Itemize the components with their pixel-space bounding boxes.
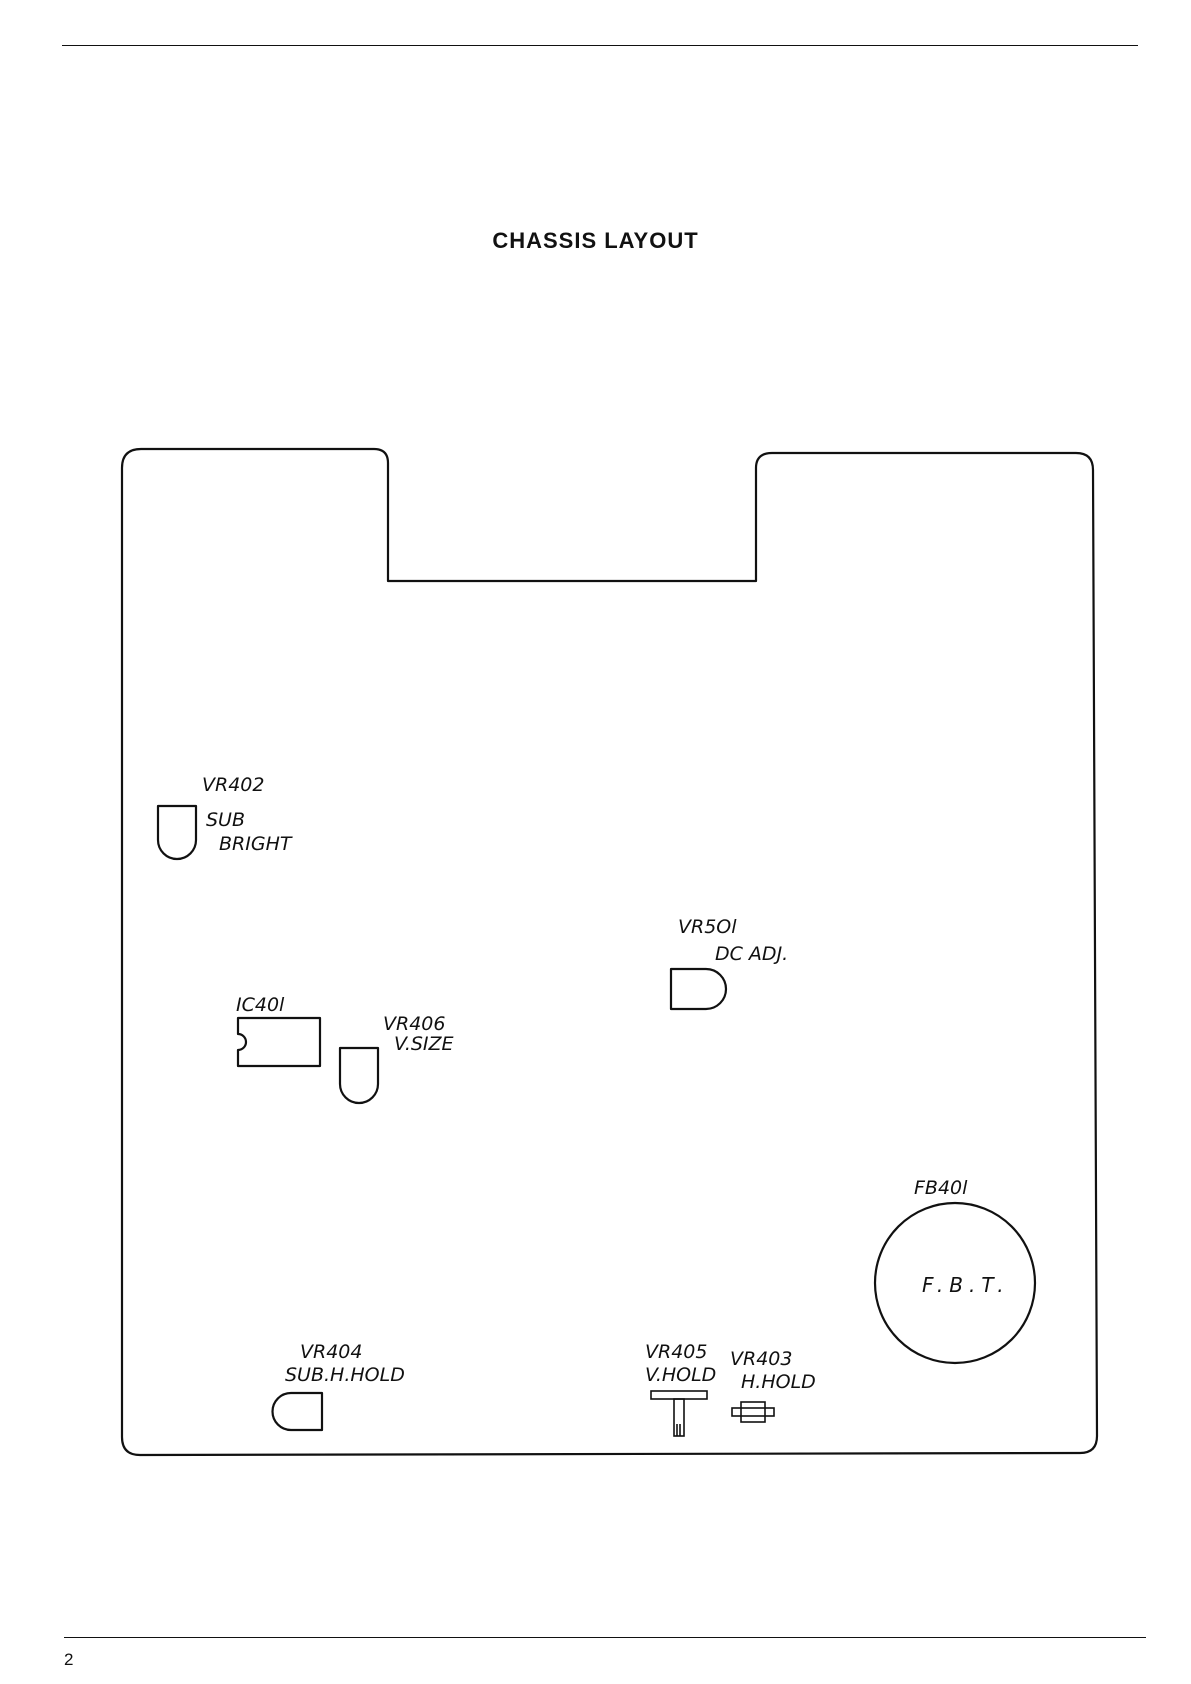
fb401-desc: F.B.T. [922,1273,1010,1297]
vr402-component: VR402 SUB BRIGHT [158,774,293,859]
fb401-ref: FB40l [914,1177,968,1199]
vr403-slide-body [732,1408,774,1416]
vr405-slide-bar [651,1391,707,1399]
vr501-ref: VR5Ol [678,916,737,938]
vr404-trimmer-shape [273,1393,323,1430]
fb401-component: FB40l F.B.T. [875,1177,1035,1363]
vr402-line1: SUB [206,809,245,831]
vr406-desc: V.SIZE [394,1033,454,1055]
vr405-component: VR405 V.HOLD [645,1341,716,1436]
vr403-component: VR403 H.HOLD [730,1348,816,1422]
vr405-ref: VR405 [645,1341,707,1363]
vr404-component: VR404 SUB.H.HOLD [273,1341,405,1430]
chassis-board-outline [122,449,1097,1455]
vr402-line2: BRIGHT [219,833,293,855]
vr501-component: VR5Ol DC ADJ. [671,916,788,1009]
vr403-slide-knob [741,1402,765,1422]
vr406-ref: VR406 [383,1013,445,1035]
vr501-desc: DC ADJ. [715,943,788,965]
ic401-ref: IC40l [236,994,285,1016]
vr402-ref: VR402 [202,774,264,796]
ic401-component: IC40l [236,994,320,1066]
ic401-chip-shape [238,1018,320,1066]
vr406-trimmer-shape [340,1048,378,1103]
vr405-desc: V.HOLD [645,1364,716,1386]
vr405-stem [674,1399,684,1436]
vr403-ref: VR403 [730,1348,792,1370]
vr501-trimmer-shape [671,969,726,1009]
vr402-trimmer-shape [158,806,196,859]
vr406-component: VR406 V.SIZE [340,1013,454,1103]
vr404-ref: VR404 [300,1341,362,1363]
vr403-desc: H.HOLD [741,1371,816,1393]
vr404-desc: SUB.H.HOLD [285,1364,405,1386]
